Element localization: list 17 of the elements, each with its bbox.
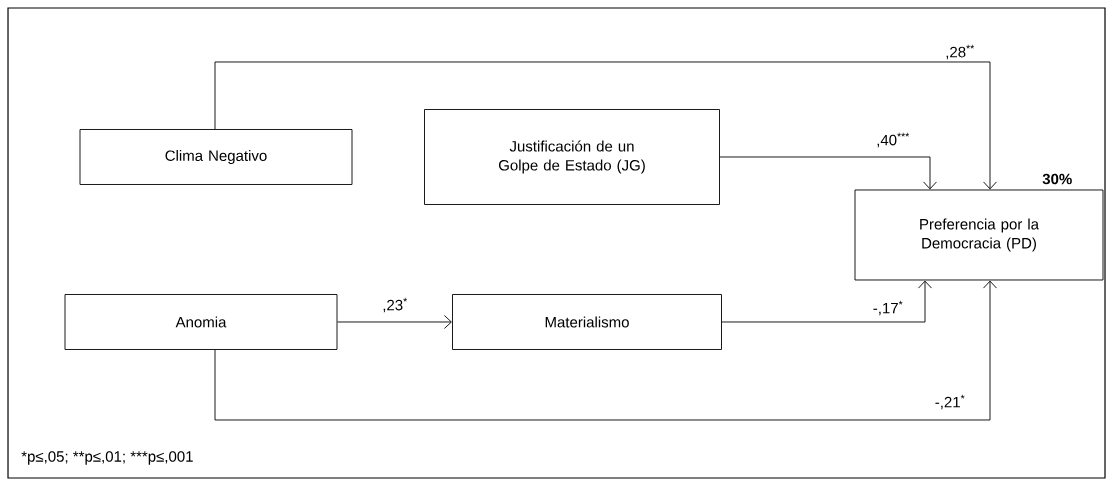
arrow bbox=[214, 280, 997, 421]
arrow bbox=[214, 61, 997, 190]
coefficient-label: ,40$^{***}$ bbox=[877, 132, 910, 148]
variable-box: Clima Negativo bbox=[79, 129, 353, 185]
arrow bbox=[337, 315, 452, 329]
footnote: *p≤,05; **p≤,01; ***p≤,001 bbox=[21, 451, 193, 465]
arrow bbox=[719, 156, 937, 190]
variable-box: Justificación de un Golpe de Estado (JG) bbox=[424, 109, 720, 205]
arrow bbox=[721, 280, 932, 323]
coefficient-label: -,21$^{*}$ bbox=[935, 394, 965, 410]
variable-box: Materialismo bbox=[452, 294, 722, 350]
coefficient-label: ,23$^{*}$ bbox=[383, 297, 408, 313]
coefficient-label: -,17$^{*}$ bbox=[873, 300, 903, 316]
variable-box: Preferencia por la Democracia (PD) bbox=[854, 189, 1104, 281]
coefficient-label: ,28$^{**}$ bbox=[946, 44, 975, 60]
percentage-label: 30% bbox=[1042, 173, 1072, 185]
variable-box: Anomia bbox=[64, 294, 338, 350]
